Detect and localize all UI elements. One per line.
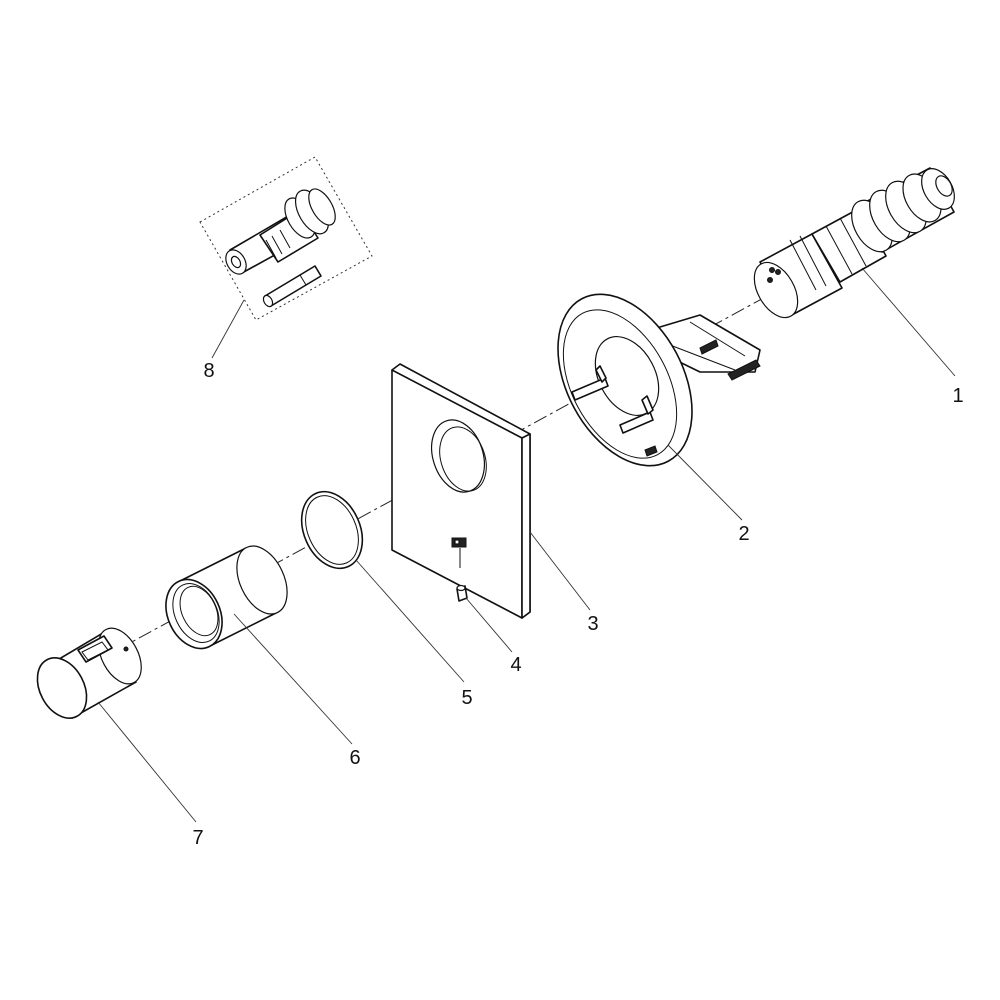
assembly-center-axis — [94, 239, 871, 663]
part-5-o-ring[interactable] — [290, 482, 374, 578]
extension-kit-icon — [225, 188, 336, 308]
callout-numbers: 1 2 3 4 5 6 7 8 — [192, 360, 963, 849]
leader-2 — [667, 444, 743, 521]
leader-4 — [465, 597, 513, 653]
callout-8: 8 — [203, 360, 214, 382]
handle-icon — [36, 627, 142, 719]
leader-lines — [97, 267, 956, 823]
part-6-sleeve[interactable] — [155, 538, 297, 658]
part-2-mounting-bracket[interactable] — [531, 272, 761, 489]
part-3-escutcheon-plate[interactable] — [391, 363, 531, 619]
part-8-extension-kit[interactable] — [199, 156, 373, 321]
set-screw-icon — [456, 584, 468, 602]
callout-2: 2 — [738, 523, 749, 545]
leader-6 — [233, 613, 353, 745]
part-1-cartridge[interactable] — [745, 163, 961, 325]
callout-5: 5 — [461, 687, 472, 709]
part-7-handle[interactable] — [28, 621, 150, 727]
leader-7 — [97, 701, 197, 823]
callout-6: 6 — [349, 747, 360, 769]
escutcheon-plate-icon — [391, 363, 531, 619]
leader-5 — [355, 559, 465, 683]
mounting-bracket-icon — [557, 293, 761, 467]
cartridge-icon — [753, 167, 955, 319]
leader-1 — [861, 267, 956, 377]
callout-3: 3 — [587, 613, 598, 635]
part-4-set-screw[interactable] — [456, 584, 468, 602]
leader-8 — [211, 299, 245, 359]
callout-1: 1 — [952, 385, 963, 407]
sleeve-icon — [165, 545, 288, 650]
leader-3 — [529, 531, 591, 611]
extension-kit-dashed-box — [199, 156, 373, 321]
callout-7: 7 — [192, 827, 203, 849]
callout-4: 4 — [510, 654, 521, 676]
o-ring-icon — [300, 490, 364, 570]
